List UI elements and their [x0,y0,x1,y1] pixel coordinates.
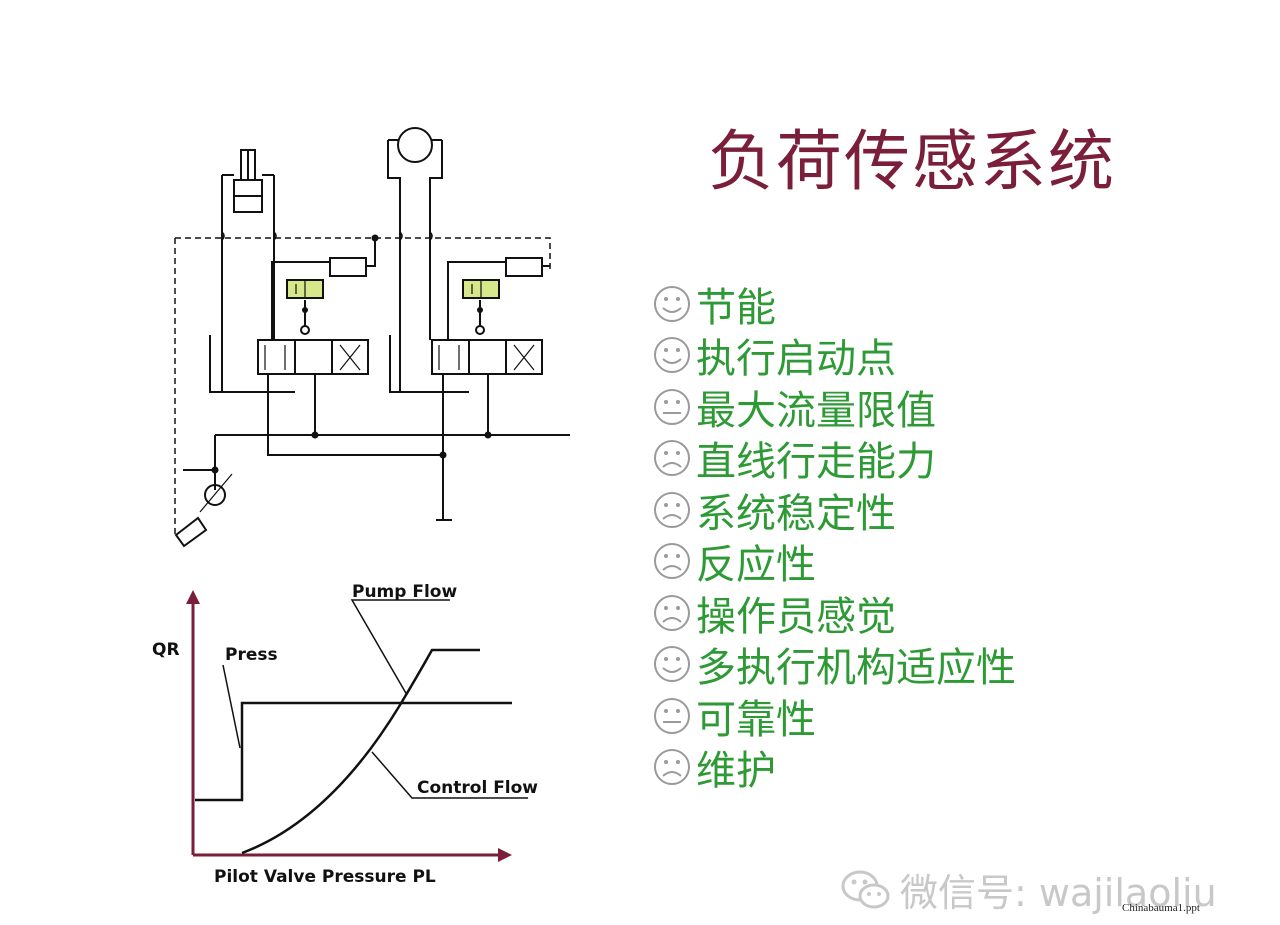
list-item: 多执行机构适应性 [652,639,1016,691]
slide-title: 负荷传感系统 [708,123,1116,200]
x-axis-arrow [498,848,512,862]
watermark-text: 微信号: wajilaoliu [900,871,1217,915]
leader-control-flow [371,751,528,799]
label-press: Press [225,645,278,665]
hydraulic-schematic [174,127,570,548]
list-item: 维护 [652,742,1016,794]
frown-icon [652,745,692,789]
frown-icon [652,436,692,480]
neutral-face-icon [652,694,692,738]
smile-icon [652,642,692,686]
x-axis-label: Pilot Valve Pressure PL [214,867,436,887]
feature-list: 节能 执行启动点 最大流量限值 直线行走能力 系统稳定性 反应性 操作员感觉 多… [652,278,1016,794]
chart-axes [191,598,505,857]
neutral-face-icon [652,385,692,429]
frown-icon [652,539,692,583]
leader-pump-flow [350,599,450,696]
list-item: 反应性 [652,536,1016,588]
list-item: 可靠性 [652,690,1016,743]
list-item: 操作员感觉 [652,587,1016,640]
series-control-flow [241,648,480,855]
y-axis-arrow [186,590,200,604]
smile-icon [652,333,692,377]
list-item: 最大流量限值 [652,381,1016,434]
frown-icon [652,488,692,532]
wechat-icon [841,870,890,908]
smile-icon [652,282,692,326]
series-press [195,701,512,802]
footnote: Chinabauma1.ppt [1122,902,1200,914]
list-item: 执行启动点 [652,330,1016,382]
y-axis-label: QR [152,640,180,660]
flow-chart: QR Pump Flow Press Control Flow Pilot Va… [152,582,538,887]
leader-press [222,664,241,749]
list-item: 直线行走能力 [652,433,1016,485]
label-pump-flow: Pump Flow [352,582,457,602]
list-item: 系统稳定性 [652,484,1016,537]
watermark: 微信号: wajilaoliu [838,862,1217,917]
list-item: 节能 [652,278,1016,331]
label-control-flow: Control Flow [417,778,538,798]
frown-icon [652,591,692,635]
